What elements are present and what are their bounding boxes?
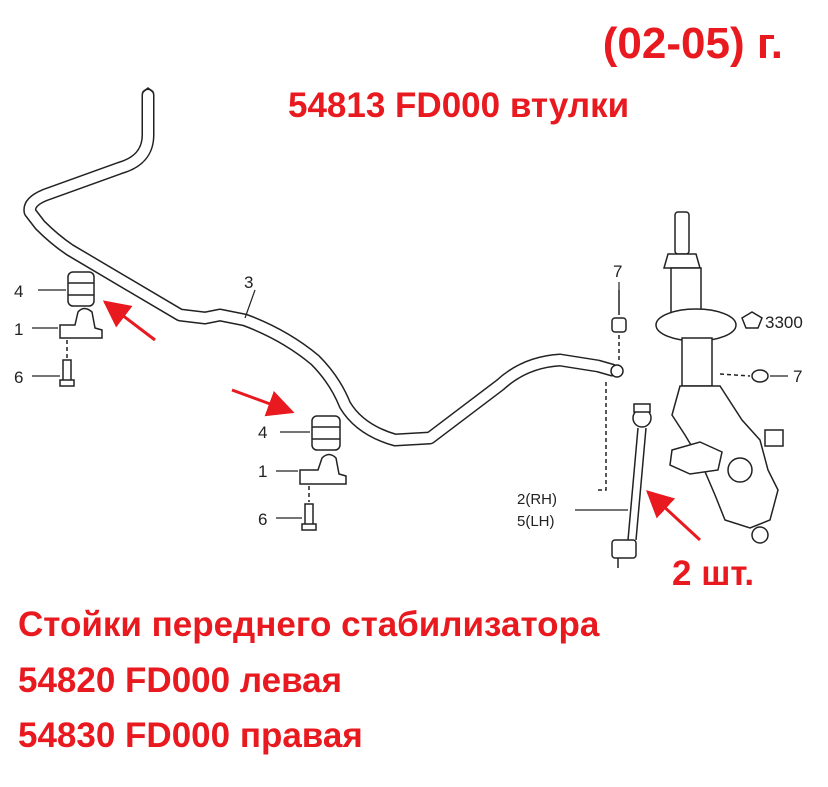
callout-6-middle: 6: [258, 510, 267, 529]
arrow-middle-bushing: [231, 388, 295, 417]
bushing-left-assembly: [59, 271, 103, 387]
arrow-link: [646, 490, 702, 542]
year-range-label: (02-05) г.: [602, 19, 783, 68]
callout-1-middle: 1: [258, 462, 267, 481]
callout-3: 3: [244, 273, 253, 292]
red-arrows: [102, 300, 702, 542]
callout-3300: 3300: [765, 313, 803, 332]
right-link-part-number: 54830 FD000 правая: [18, 716, 363, 755]
callout-4-left: 4: [14, 282, 23, 301]
leader-lines: [32, 282, 788, 519]
callout-4-middle: 4: [258, 423, 267, 442]
callout-1-left: 1: [14, 320, 23, 339]
callout-5-lh: 5(LH): [517, 513, 555, 530]
stabilizer-link: [598, 290, 652, 568]
stabilizer-links-title: Стойки переднего стабилизатора: [18, 605, 600, 644]
bushing-middle-assembly: [299, 415, 347, 531]
quantity-label: 2 шт.: [672, 554, 755, 593]
strut-knuckle-assembly: [655, 211, 784, 544]
callout-7-top: 7: [613, 262, 622, 281]
stabilizer-bar: [23, 87, 624, 447]
callout-2-rh: 2(RH): [517, 491, 557, 508]
bushing-part-number: 54813 FD000 втулки: [288, 86, 630, 125]
callout-6-left: 6: [14, 368, 23, 387]
callout-7-right: 7: [793, 367, 802, 386]
arrow-left-bushing: [102, 300, 156, 342]
left-link-part-number: 54820 FD000 левая: [18, 661, 343, 700]
